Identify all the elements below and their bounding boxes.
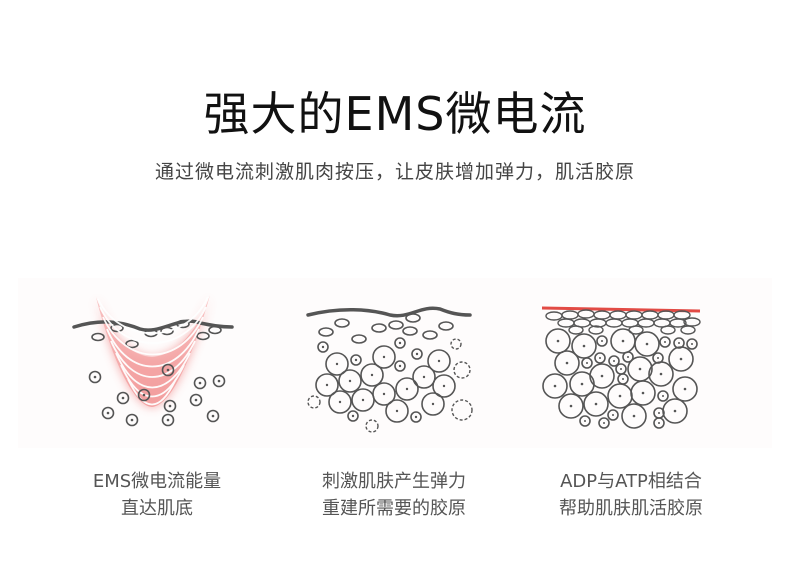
page-title: 强大的EMS微电流 [203, 87, 587, 141]
page-subtitle: 通过微电流刺激肌肉按压，让皮肤增加弹力，肌活胶原 [154, 161, 635, 183]
step-2-caption-line1: 刺激肌肤产生弹力 [322, 471, 466, 492]
step-2-caption: 刺激肌肤产生弹力 重建所需要的胶原 [274, 468, 514, 522]
step-2-caption-line2: 重建所需要的胶原 [322, 498, 466, 519]
step-3-caption-line2: 帮助肌肤肌活胶原 [559, 498, 703, 519]
ems-current-skin-icon [72, 295, 234, 427]
step-3-caption: ADP与ATP相结合 帮助肌肤肌活胶原 [511, 468, 751, 522]
step-1-caption: EMS微电流能量 直达肌底 [37, 468, 277, 522]
step-1-caption-line1: EMS微电流能量 [92, 471, 222, 492]
step-3-caption-line1: ADP与ATP相结合 [560, 471, 702, 492]
skin-cells-icon [306, 306, 473, 433]
dense-collagen-cells-icon [541, 306, 701, 429]
step-1-caption-line2: 直达肌底 [121, 498, 193, 519]
